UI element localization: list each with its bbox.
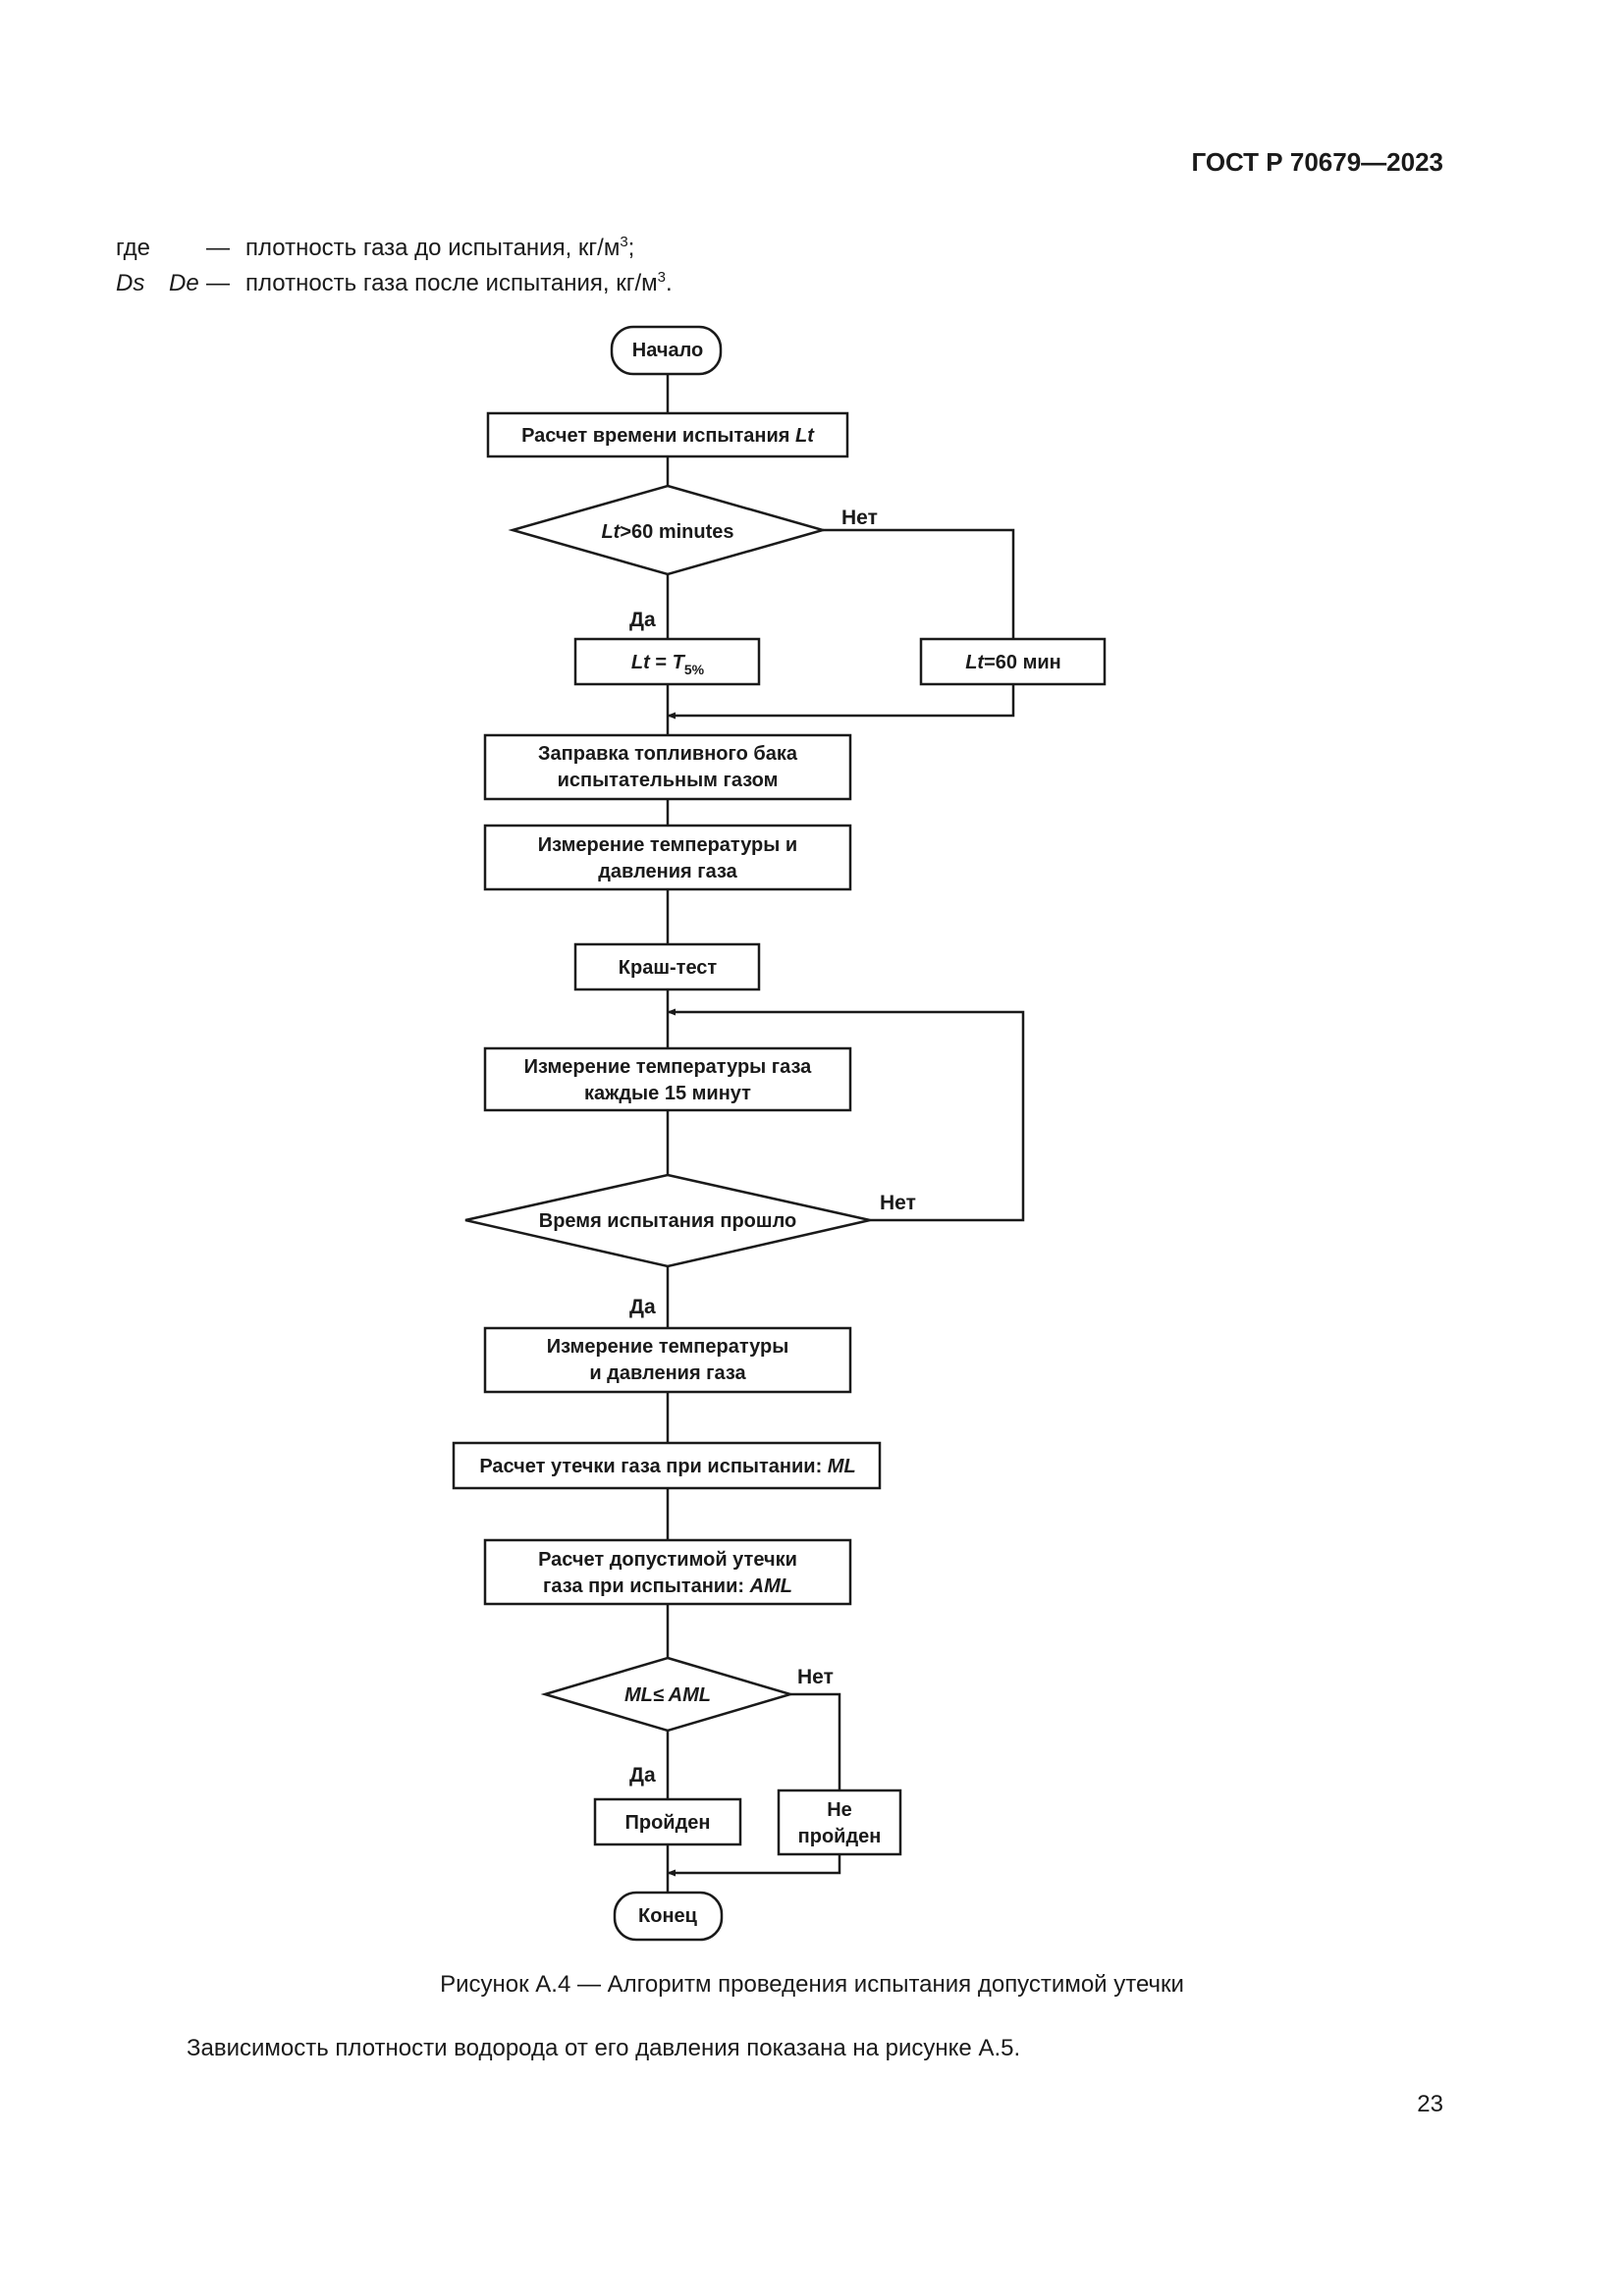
measure-final-label-1: Измерение температуры bbox=[547, 1336, 789, 1358]
calc-aml-label-1: Расчет допустимой утечки bbox=[538, 1549, 797, 1571]
fill-tank-label-1: Заправка топливного бака bbox=[538, 743, 798, 765]
crash-test-box bbox=[573, 942, 761, 991]
start-label: Начало bbox=[632, 340, 703, 361]
document-id: ГОСТ Р 70679—2023 bbox=[1191, 147, 1443, 177]
measure-every-15-box bbox=[483, 1046, 852, 1112]
measure-final-box bbox=[483, 1326, 852, 1394]
no-label: Нет bbox=[841, 507, 878, 529]
measure-every-15-label-1: Измерение температуры газа bbox=[524, 1056, 813, 1078]
yes-label: Да bbox=[629, 609, 656, 631]
body-paragraph: Зависимость плотности водорода от его да… bbox=[187, 2035, 1021, 2061]
definition-text: плотность газа до испытания, кг/м3; bbox=[245, 234, 635, 261]
measure-every-15-label-2: каждые 15 минут bbox=[584, 1083, 751, 1104]
page-number: 23 bbox=[1417, 2091, 1443, 2117]
fill-tank-label-2: испытательным газом bbox=[558, 770, 779, 791]
measure-temp-pressure-box bbox=[483, 824, 852, 891]
yes-label: Да bbox=[629, 1764, 656, 1787]
assign-60-label: Lt=60 мин bbox=[965, 652, 1061, 673]
calc-aml-label-2: газа при испытании: AML bbox=[543, 1575, 792, 1597]
definition-symbol: De bbox=[169, 270, 199, 296]
no-label: Нет bbox=[880, 1192, 916, 1214]
assign-t5-box bbox=[573, 637, 761, 686]
end-label: Конец bbox=[638, 1905, 698, 1927]
failed-box bbox=[777, 1789, 902, 1856]
decision-lt-label: Lt>60 minutes bbox=[601, 521, 733, 543]
fill-tank-box bbox=[483, 733, 852, 801]
measure-final-label-2: и давления газа bbox=[589, 1362, 746, 1384]
end-terminal bbox=[613, 1891, 724, 1942]
start-terminal bbox=[610, 325, 723, 376]
no-label: Нет bbox=[797, 1666, 834, 1688]
passed-label: Пройден bbox=[624, 1812, 710, 1834]
failed-label-1: Не bbox=[827, 1799, 852, 1821]
decision-ml-label: ML≤ AML bbox=[624, 1684, 711, 1706]
passed-box bbox=[593, 1797, 742, 1846]
calc-leak-box bbox=[452, 1441, 882, 1490]
decision-ml-diamond bbox=[540, 1656, 795, 1733]
failed-label-2: пройден bbox=[798, 1826, 882, 1847]
decision-time-diamond bbox=[464, 1173, 871, 1268]
decision-lt-diamond bbox=[508, 484, 828, 576]
definition-dash: — bbox=[206, 270, 230, 296]
yes-label: Да bbox=[629, 1296, 656, 1318]
calc-time-label: Расчет времени испытания Lt bbox=[521, 425, 815, 447]
calc-leak-label: Расчет утечки газа при испытании: ML bbox=[479, 1456, 855, 1477]
measure-temp-pressure-label-2: давления газа bbox=[598, 861, 737, 882]
definition-symbol: где Ds bbox=[116, 235, 151, 296]
calc-time-box bbox=[486, 411, 849, 458]
definition-dash: — bbox=[206, 235, 230, 261]
flowchart-connectors bbox=[666, 374, 1025, 1893]
assign-60-box bbox=[919, 637, 1107, 686]
assign-t5-label: Lt = T5% bbox=[631, 652, 705, 677]
definition-text: плотность газа после испытания, кг/м3. bbox=[245, 269, 673, 296]
decision-time-label: Время испытания прошло bbox=[539, 1210, 796, 1232]
measure-temp-pressure-label-1: Измерение температуры и bbox=[538, 834, 797, 856]
figure-caption: Рисунок А.4 — Алгоритм проведения испыта… bbox=[440, 1971, 1184, 1998]
crash-test-label: Краш-тест bbox=[619, 957, 718, 979]
calc-aml-box bbox=[483, 1538, 852, 1606]
